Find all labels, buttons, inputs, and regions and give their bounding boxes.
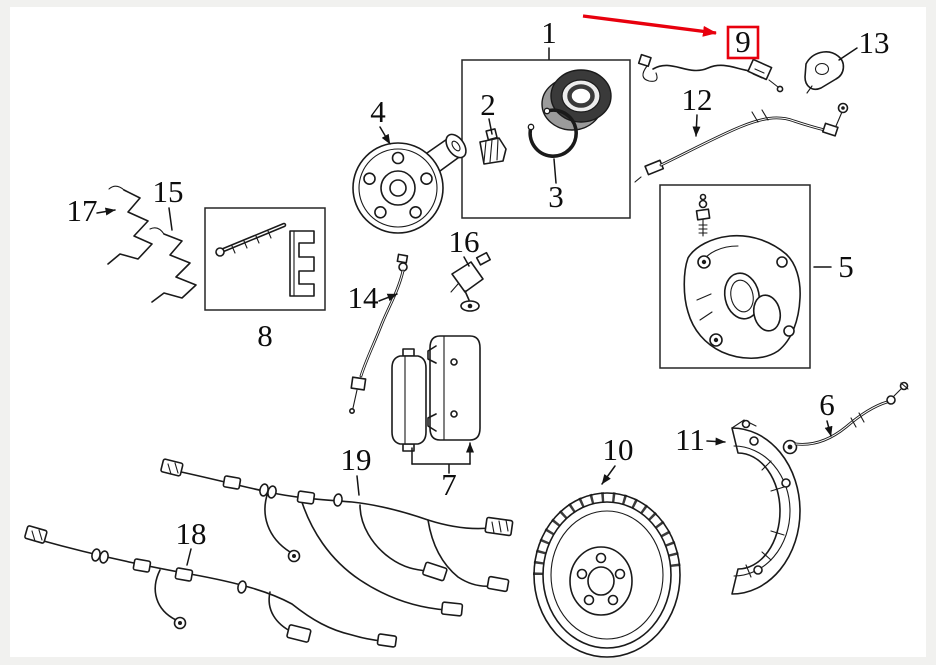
part-label-11[interactable]: 11 [675,422,705,457]
part-1-wheel-bearing-drawing [541,69,612,131]
leader-17 [96,207,116,216]
part-label-7[interactable]: 7 [441,467,457,502]
leader-7a [411,443,470,465]
leader-6 [824,420,833,437]
part-19-wiring-harness-drawing [160,458,514,617]
leader-3 [553,158,557,184]
leader-11 [706,437,726,446]
part-9-wear-sensor-wire-drawing [637,53,784,93]
part-label-10[interactable]: 10 [603,432,634,467]
leader-18 [186,548,192,566]
highlight-callout [582,14,760,60]
highlight-box [726,25,760,60]
part-5-brake-caliper-drawing [683,193,801,360]
part-label-9[interactable]: 9 [735,24,751,59]
part-label-2[interactable]: 2 [480,87,496,122]
part-label-16[interactable]: 16 [449,224,480,259]
part-4-wheel-hub-drawing [352,133,467,234]
part-14-brake-hose-drawing [348,253,409,414]
part-12-brake-pipe-drawing [634,102,849,183]
part-label-17[interactable]: 17 [67,193,98,228]
part-3-snap-ring-drawing [527,107,578,158]
part-11-splash-shield-drawing [731,419,801,595]
leader-7b [411,463,471,474]
part-10-brake-rotor-drawing [533,492,681,658]
leader-4 [379,126,391,145]
leader-12 [692,114,701,137]
part-number-labels: 1 2 3 4 5 6 7 8 9 10 11 12 13 14 15 16 1… [67,15,890,551]
part-7-brake-pads-drawing [391,335,481,452]
part-8-pad-retainer-kit-drawing [215,222,315,297]
part-label-15[interactable]: 15 [153,174,184,209]
part-label-18[interactable]: 18 [176,516,207,551]
part-label-6[interactable]: 6 [819,387,835,422]
part-18-wiring-harness-drawing [24,525,398,648]
highlight-arrow [582,14,717,37]
part-6-brake-hose-drawing [782,381,909,455]
part-label-13[interactable]: 13 [859,25,890,60]
part-label-12[interactable]: 12 [682,82,713,117]
part-16-speed-sensor-drawing [450,251,491,312]
part-13-hose-bracket-drawing [804,51,845,94]
part-label-5[interactable]: 5 [838,249,854,284]
part-label-1[interactable]: 1 [541,15,557,50]
part-17-retaining-spring-drawing [107,185,153,265]
part-label-14[interactable]: 14 [348,280,380,315]
leader-19 [356,475,360,496]
leader-10 [601,465,616,485]
leader-15 [168,207,173,231]
part-label-8[interactable]: 8 [257,318,273,353]
part-label-19[interactable]: 19 [341,442,372,477]
leader-13 [838,47,858,61]
leader-16 [463,256,470,267]
part-label-4[interactable]: 4 [370,94,386,129]
leader-lines [96,47,858,566]
leader-2 [488,118,493,135]
leader-14 [378,293,398,302]
part-15-retaining-spring-drawing [149,227,197,303]
part-label-3[interactable]: 3 [548,179,564,214]
